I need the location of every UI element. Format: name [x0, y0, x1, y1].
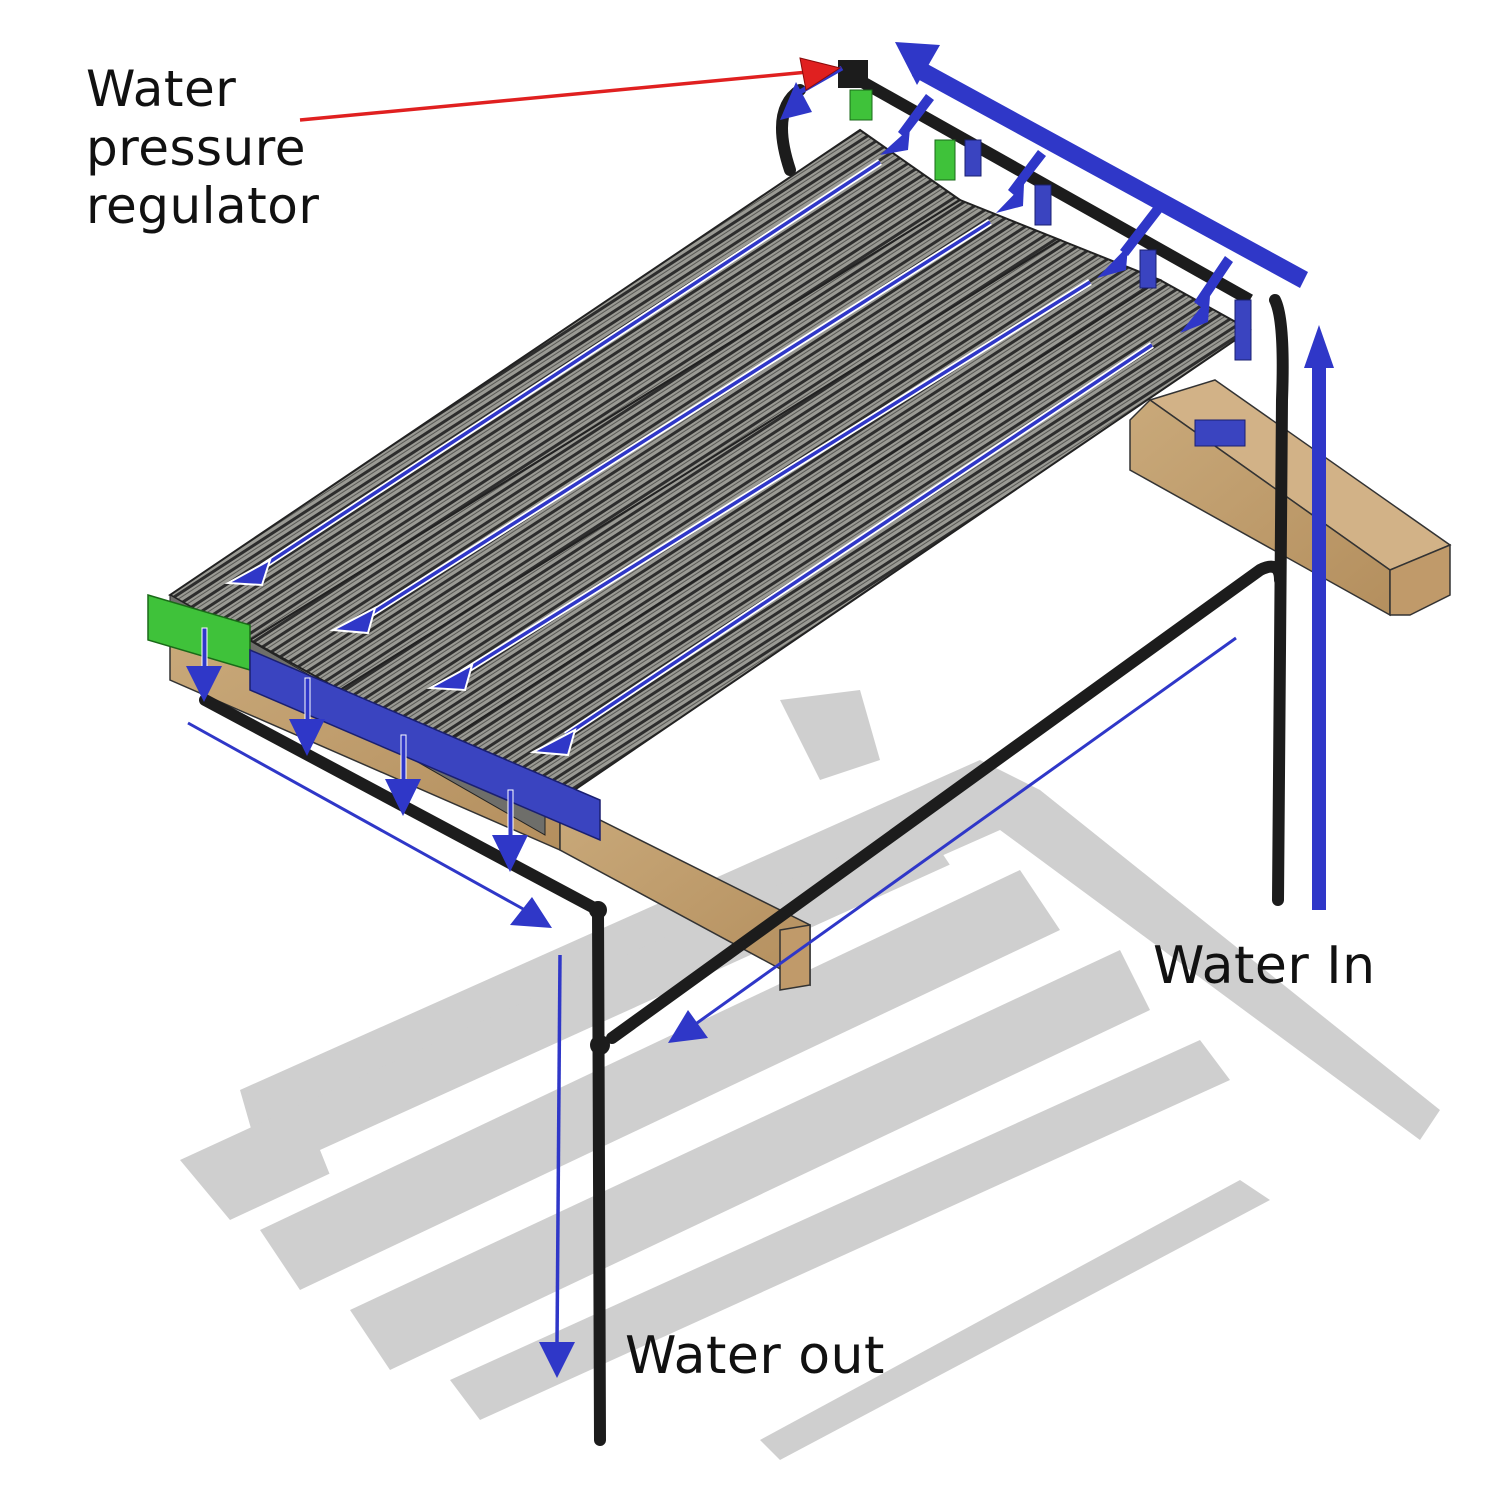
arrow-top-manifold	[895, 42, 1308, 288]
pressure-regulator	[838, 60, 868, 88]
arrow-feed-3	[1097, 206, 1162, 278]
label-regulator-line-3: regulator	[86, 177, 320, 235]
label-water-out: Water out	[625, 1326, 885, 1386]
label-regulator-line-2: pressure	[86, 118, 306, 177]
arrow-drain-2	[289, 677, 325, 756]
arrow-water-in	[1304, 325, 1334, 910]
label-water-in: Water In	[1153, 936, 1376, 996]
arrow-feed-2	[996, 150, 1046, 213]
arrow-panel-flow-1	[224, 159, 882, 587]
arrow-panel-flow-2	[329, 219, 992, 635]
beam-right	[1129, 379, 1452, 617]
flow-arrows	[186, 42, 1334, 1378]
arrow-feed-1	[880, 94, 934, 155]
arrow-feed-4	[1180, 256, 1233, 333]
arrow-water-out	[539, 954, 575, 1378]
label-regulator-line-1: Water	[86, 60, 237, 118]
arrow-collector	[187, 721, 552, 928]
arrow-panel-flow-4	[529, 342, 1154, 757]
arrow-drain-3	[385, 734, 421, 816]
arrow-return	[668, 636, 1237, 1043]
arrow-drain-1	[186, 627, 222, 702]
regulator-pointer	[299, 57, 842, 122]
arrow-drain-4	[492, 789, 528, 872]
arrow-panel-flow-3	[426, 279, 1092, 692]
label-pressure-regulator: Water pressure regulator	[86, 60, 386, 236]
